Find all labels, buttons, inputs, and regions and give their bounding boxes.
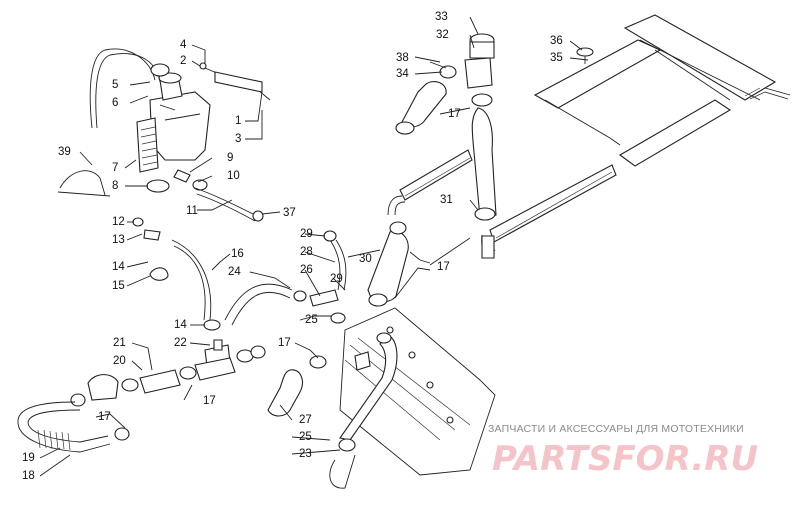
bottle-bracket	[214, 71, 263, 93]
watermark-caption: ЗАПЧАСТИ И АКСЕССУАРЫ ДЛЯ МОТОТЕХНИКИ	[488, 423, 744, 435]
callout-label: 6	[112, 97, 118, 109]
callout-label: 15	[112, 280, 125, 292]
callout-label: 7	[112, 162, 118, 174]
callout-label: 26	[300, 264, 313, 276]
hose-30	[367, 230, 409, 303]
hose-23-27	[339, 334, 398, 441]
callout-label: 5	[112, 79, 118, 91]
callout-label: 24	[228, 266, 241, 278]
callouts: 1 2 3 4 5 6 7 8 9 10 11 12 13 14 14 15 1…	[22, 11, 563, 482]
callout-label: 35	[550, 52, 563, 64]
hose-31	[471, 107, 497, 219]
callout-label: 33	[435, 11, 448, 23]
heat-exchanger	[387, 149, 617, 259]
callout-label: 29	[330, 273, 343, 285]
watermark: ЗАПЧАСТИ И АКСЕССУАРЫ ДЛЯ МОТОТЕХНИКИ PA…	[488, 423, 758, 479]
callout-label: 2	[180, 55, 186, 67]
tunnel-frame	[533, 14, 791, 167]
callout-label: 39	[58, 146, 71, 158]
hose-24	[224, 283, 293, 321]
callout-label: 9	[227, 152, 233, 164]
callout-label: 36	[550, 35, 563, 47]
callout-label: 38	[396, 52, 409, 64]
hose-clamp-8	[146, 179, 170, 193]
strap	[57, 170, 111, 197]
callout-label: 1	[235, 115, 241, 127]
filler-neck	[395, 33, 495, 135]
callout-label: 37	[283, 207, 296, 219]
callout-label: 34	[396, 68, 409, 80]
watermark-logo: PARTSFOR.RU	[492, 439, 758, 479]
hose-18-19	[17, 401, 130, 453]
decal	[136, 117, 159, 173]
callout-label: 18	[22, 470, 35, 482]
fittings-12-13	[132, 217, 161, 241]
callout-label: 12	[112, 216, 125, 228]
clamp-15	[149, 267, 169, 281]
callout-label: 31	[440, 194, 453, 206]
callout-label: 16	[231, 248, 244, 260]
callout-label: 13	[112, 234, 125, 246]
callout-label: 4	[180, 39, 187, 51]
parts-drawing	[17, 14, 791, 489]
leader-lines	[39, 16, 589, 477]
thermostat-housing	[87, 374, 119, 401]
coolant-bottle	[149, 72, 211, 161]
callout-label: 8	[112, 180, 118, 192]
callout-label: 21	[113, 337, 126, 349]
callout-label: 14	[174, 319, 187, 331]
hose-20-21	[121, 349, 254, 394]
overflow-hose	[173, 169, 264, 222]
callout-label: 11	[186, 205, 198, 217]
callout-label: 22	[174, 337, 187, 349]
callout-label: 25	[305, 314, 318, 326]
callout-label: 10	[227, 170, 240, 182]
callout-label: 32	[436, 29, 449, 41]
callout-label: 17	[203, 395, 216, 407]
callout-label: 17	[98, 411, 111, 423]
hose-16	[171, 239, 212, 321]
callout-label: 17	[448, 108, 461, 120]
callout-label: 20	[113, 355, 126, 367]
callout-label: 23	[299, 448, 312, 460]
callout-label: 25	[299, 431, 312, 443]
callout-label: 30	[359, 253, 372, 265]
callout-label: 19	[22, 452, 35, 464]
callout-label: 17	[278, 337, 291, 349]
callout-label: 27	[299, 414, 312, 426]
callout-label: 3	[235, 133, 241, 145]
callout-label: 29	[300, 228, 313, 240]
callout-label: 14	[112, 261, 125, 273]
fittings-mid	[293, 230, 347, 324]
callout-label: 28	[300, 246, 313, 258]
chassis	[339, 307, 496, 476]
vent-hose	[89, 48, 156, 129]
callout-label: 17	[437, 261, 450, 273]
